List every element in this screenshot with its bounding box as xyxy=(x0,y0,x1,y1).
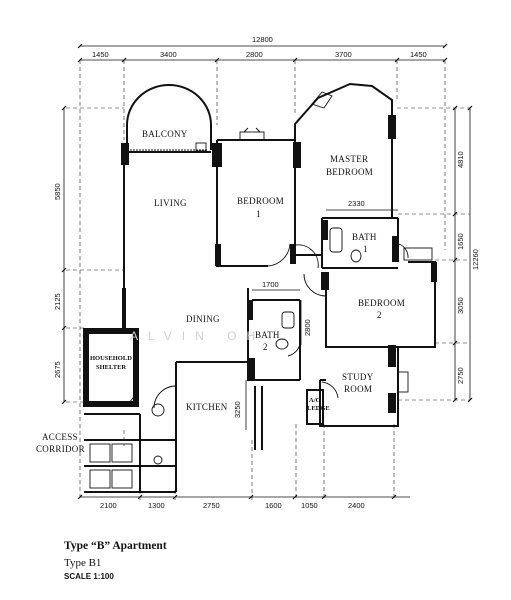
dim-overall-top: 12800 xyxy=(252,35,273,44)
dim-right-1: 4810 xyxy=(456,151,465,168)
doors-windows xyxy=(89,91,433,489)
room-access: ACCESS xyxy=(42,432,78,442)
dim-bottom-3: 2750 xyxy=(203,501,220,510)
room-bath1-number: 1 xyxy=(363,244,368,254)
dim-left-2: 2125 xyxy=(53,293,62,310)
room-master-bedroom: BEDROOM xyxy=(326,167,373,177)
household-shelter-walls xyxy=(83,328,139,407)
room-bedroom1: BEDROOM xyxy=(237,196,284,206)
dim-top-1: 1450 xyxy=(92,50,109,59)
room-bedroom2-number: 2 xyxy=(377,310,382,320)
dim-top-5: 1450 xyxy=(410,50,427,59)
dim-bottom-6: 2400 xyxy=(348,501,365,510)
caption-type: Type B1 xyxy=(64,557,102,569)
dim-kitchen-depth: 3250 xyxy=(233,401,242,418)
floor-plan: ALVIN OH 12800 1450 3400 2800 3700 1450 … xyxy=(36,35,480,510)
watermark: ALVIN OH xyxy=(130,329,265,343)
room-bath2-number: 2 xyxy=(263,342,268,352)
room-bath2: BATH xyxy=(255,330,280,340)
dimension-lines xyxy=(63,45,471,498)
room-living: LIVING xyxy=(154,198,187,208)
room-ac-ledge: LEDGE xyxy=(307,405,330,412)
grid-lines xyxy=(66,60,470,500)
dim-left-1: 5850 xyxy=(53,183,62,200)
dim-bath2-depth: 2800 xyxy=(303,319,312,336)
room-balcony: BALCONY xyxy=(142,129,188,139)
room-study: STUDY xyxy=(342,372,374,382)
room-dining: DINING xyxy=(186,314,220,324)
dim-right-3: 3050 xyxy=(456,297,465,314)
room-kitchen: KITCHEN xyxy=(186,402,228,412)
room-corridor: CORRIDOR xyxy=(36,444,85,454)
room-bedroom2: BEDROOM xyxy=(358,298,405,308)
room-ac: A/C xyxy=(309,397,321,404)
room-master: MASTER xyxy=(330,154,368,164)
room-bath1: BATH xyxy=(352,232,377,242)
dim-top-4: 3700 xyxy=(335,50,352,59)
dim-bottom-1: 2100 xyxy=(100,501,117,510)
dim-bottom-4: 1600 xyxy=(265,501,282,510)
room-household: HOUSEHOLD xyxy=(90,355,132,362)
dim-top-2: 3400 xyxy=(160,50,177,59)
walls xyxy=(84,82,436,493)
columns xyxy=(121,115,437,413)
dim-right-4: 2750 xyxy=(456,367,465,384)
caption-title: Type “B” Apartment xyxy=(64,540,167,552)
dim-bottom-5: 1050 xyxy=(301,501,318,510)
room-bedroom1-number: 1 xyxy=(256,209,261,219)
caption-scale: SCALE 1:100 xyxy=(64,572,114,581)
dim-top-3: 2800 xyxy=(246,50,263,59)
room-study-room: ROOM xyxy=(344,384,372,394)
dim-bath2-width: 1700 xyxy=(262,280,279,289)
dim-left-3: 2675 xyxy=(53,361,62,378)
dim-bottom-2: 1300 xyxy=(148,501,165,510)
room-shelter: SHELTER xyxy=(96,364,126,371)
dim-right-2: 1650 xyxy=(456,233,465,250)
dim-bath1-width: 2330 xyxy=(348,199,365,208)
dim-right-overall: 12260 xyxy=(471,249,480,270)
